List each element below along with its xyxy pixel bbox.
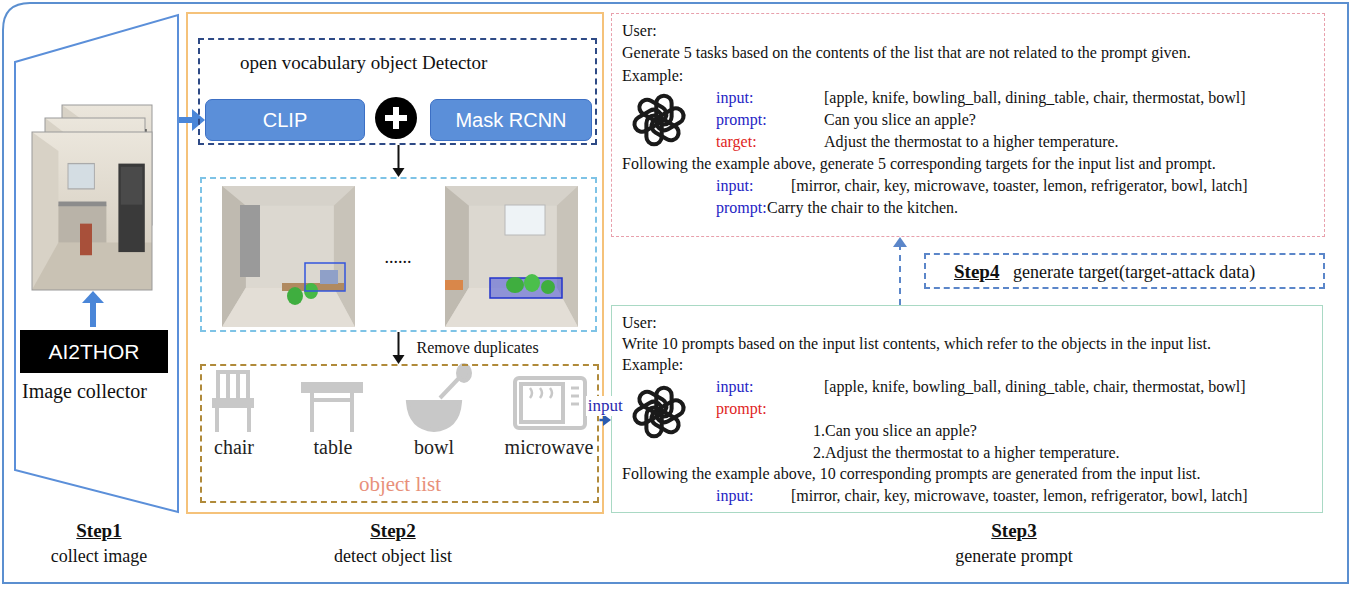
body-text: 2.Adjust the thermostat to a higher temp…	[813, 444, 1120, 462]
detector-box: open vocabulary object DetectorCLIP Mask …	[198, 38, 597, 145]
detection-images	[222, 186, 578, 327]
arrowhead	[393, 168, 405, 177]
field-key: input:	[716, 378, 753, 396]
box-heading: open vocabulary object Detector	[240, 52, 487, 74]
step-number: Step3	[991, 520, 1036, 542]
body-text: [mirror, chair, key, microwave, toaster,…	[791, 177, 1248, 195]
body-text: Following the example above, generate 5 …	[622, 155, 1216, 173]
body-text: Can you slice an apple?	[824, 111, 976, 129]
collector-outline	[15, 15, 178, 512]
object-name: microwave	[505, 436, 594, 459]
body-text: 1.Can you slice an apple?	[813, 422, 977, 440]
connector-line	[398, 332, 400, 357]
box-caption: object list	[359, 472, 441, 496]
field-key: prompt:	[716, 199, 767, 217]
prompt-box: User: Write 10 prompts based on the input…	[611, 305, 1323, 513]
step-number: Step2	[370, 520, 415, 542]
step-number: Step1	[76, 520, 121, 542]
connector-line	[899, 245, 901, 305]
llm-logo	[632, 96, 687, 145]
collector-panel: Image collector AI2THOR	[15, 12, 178, 512]
edge-label: input	[586, 396, 625, 416]
field-key: prompt:	[716, 400, 767, 418]
edge-label: Remove duplicates	[415, 339, 541, 357]
model-box: Mask RCNN	[430, 99, 592, 141]
field-key: prompt:	[716, 111, 767, 129]
upload-arrow	[82, 291, 104, 327]
box-label: Mask RCNN	[455, 109, 566, 132]
ellipsis-text: ......	[385, 247, 412, 268]
body-text: User:	[622, 314, 657, 332]
outer-frame	[3, 3, 1348, 583]
body-text: [mirror, chair, key, microwave, toaster,…	[791, 487, 1248, 505]
simulator-box: AI2THOR	[20, 330, 168, 373]
body-text: Adjust the thermostat to a higher temper…	[824, 133, 1119, 151]
box-label: CLIP	[263, 109, 307, 132]
connector-line	[398, 145, 400, 170]
object-name: table	[314, 436, 353, 459]
target-prompt-box: User: Generate 5 tasks based on the conte…	[611, 13, 1325, 237]
arrowhead	[893, 237, 907, 247]
body-text: Following the example above, 10 correspo…	[622, 465, 1201, 483]
body-text: Write 10 prompts based on the input list…	[622, 335, 1211, 353]
field-key: input:	[716, 89, 753, 107]
field-key: target:	[716, 133, 757, 151]
body-text: Example:	[622, 67, 683, 85]
object-icons	[214, 365, 585, 432]
connector-arrow	[893, 237, 907, 305]
step-box: Step4 generate target(target-attack data)	[924, 253, 1325, 289]
step-description: detect object list	[334, 546, 452, 567]
connector-arrow	[393, 145, 405, 177]
body-text: Example:	[622, 356, 683, 374]
box-label: AI2THOR	[48, 339, 139, 363]
field-key: input:	[716, 177, 753, 195]
detection-results-box: ......	[200, 177, 597, 332]
step-description: generate target(target-attack data)	[1013, 262, 1255, 283]
model-box: CLIP	[205, 99, 365, 141]
collector-outline	[15, 12, 178, 512]
step-number: Step4	[954, 261, 999, 283]
body-text: [apple, knife, bowling_ball, dining_tabl…	[824, 378, 1245, 396]
body-text: Carry the chair to the kitchen.	[767, 199, 958, 217]
step-description: generate prompt	[955, 546, 1072, 567]
kitchen-images	[32, 105, 152, 290]
caption-text: Image collector	[22, 380, 147, 403]
object-name: chair	[214, 436, 254, 459]
step-description: collect image	[51, 546, 147, 567]
plus-symbol	[375, 97, 417, 139]
llm-logo	[632, 388, 687, 437]
object-name: bowl	[414, 436, 454, 459]
body-text: User:	[622, 22, 657, 40]
connector-arrow	[178, 109, 205, 131]
body-text: [apple, knife, bowling_ball, dining_tabl…	[824, 89, 1245, 107]
connector-arrow	[393, 332, 405, 364]
object-list-box: chair table bowl microwave object list	[200, 364, 599, 503]
step-panel	[187, 13, 603, 513]
arrowhead	[603, 414, 611, 426]
arrowhead	[393, 355, 405, 364]
connector-arrow	[599, 414, 611, 426]
field-key: input:	[716, 487, 753, 505]
body-text: Generate 5 tasks based on the contents o…	[622, 44, 1191, 62]
